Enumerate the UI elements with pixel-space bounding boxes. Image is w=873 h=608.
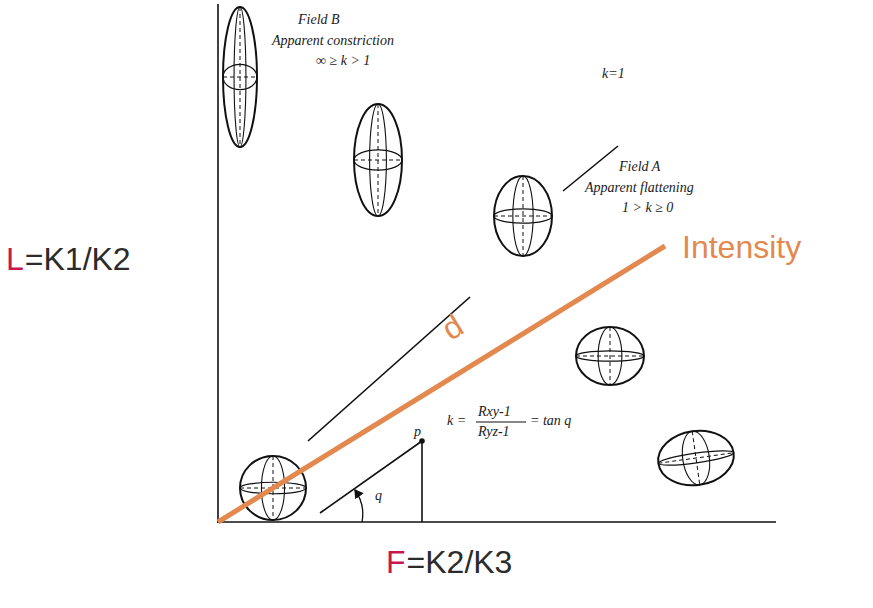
k-range: 1 > k ≥ 0 (622, 200, 673, 215)
axis-ratio: =K2/K3 (407, 545, 513, 580)
axis-title: Intensity (682, 230, 801, 265)
point-label: p (414, 424, 421, 439)
field-desc: Apparent constriction (272, 33, 394, 48)
axis-symbol: F (386, 545, 406, 580)
field-label: Field B (298, 12, 340, 27)
k-line-label: k=1 (602, 66, 625, 81)
ellipsoid (223, 7, 257, 147)
ellipsoid (655, 426, 738, 490)
ellipsoid (494, 176, 552, 256)
k-range: ∞ ≥ k > 1 (316, 53, 370, 68)
formula-denominator: Ryz-1 (478, 424, 510, 439)
field-desc: Apparent flattening (585, 180, 694, 195)
ellipsoid (354, 104, 402, 216)
angle-label: q (375, 488, 382, 503)
axis-ratio: =K1/K2 (25, 242, 131, 277)
formula-part: k = (447, 413, 466, 428)
formula-part: = tan q (530, 413, 571, 428)
axis-symbol: L (6, 242, 24, 277)
distance-label: d (436, 308, 470, 347)
field-label: Field A (619, 159, 660, 174)
formula-numerator: Rxy-1 (478, 404, 511, 419)
ellipsoid (576, 327, 644, 385)
